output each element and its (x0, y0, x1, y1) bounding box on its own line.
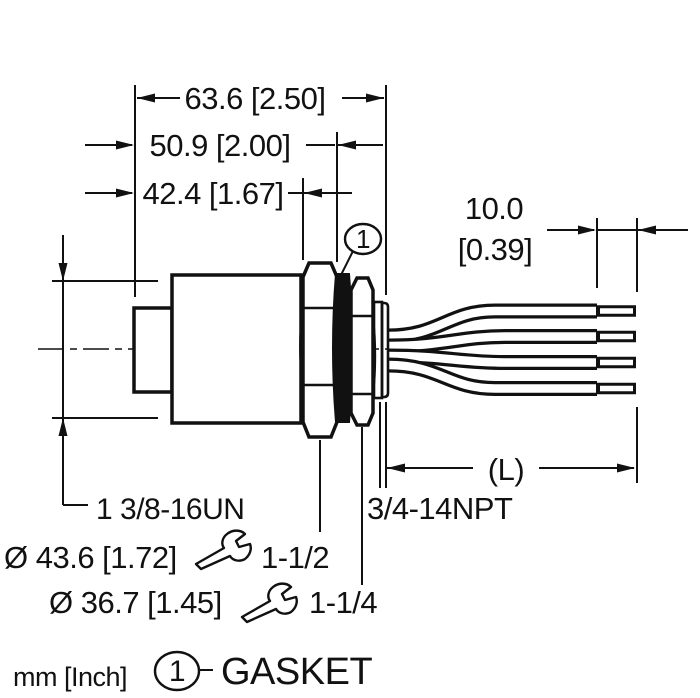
callout-number: 1 (356, 224, 370, 254)
dim-lead-length: (L) (387, 452, 635, 487)
legend-callout-circle (153, 650, 201, 692)
wrench-icon-small (240, 582, 298, 624)
legend-label: GASKET (221, 651, 372, 693)
wire (387, 348, 636, 370)
dim-body-length-text: 42.4 [1.67] (142, 176, 283, 211)
dia-small-label: Ø 36.7 [1.45] (49, 585, 222, 620)
wrench-size-small-label: 1-1/4 (309, 585, 377, 620)
label-rows: Ø 43.6 [1.72] 1-1/2 Ø 36.7 [1.45] 1-1/4 … (4, 491, 513, 624)
dim-strip-length: 10.0 [0.39] (458, 191, 688, 267)
dia-large-label: Ø 43.6 [1.72] (4, 540, 177, 575)
mounting-flange (372, 300, 390, 400)
hex-nut-small (347, 276, 377, 427)
dim-to-gasket-text: 50.9 [2.00] (149, 128, 290, 163)
wire (387, 357, 636, 396)
wrench-size-large-label: 1-1/2 (261, 540, 329, 575)
wrench-icon-large (194, 529, 252, 571)
dim-thread-vertical: 1 3/8-16UN (58, 235, 245, 526)
dim-lead-length-text: (L) (488, 452, 524, 487)
wire (387, 329, 636, 354)
rear-thread-label: 3/4-14NPT (367, 491, 513, 526)
rear-coupling (132, 306, 174, 394)
dim-to-gasket: 50.9 [2.00] (85, 128, 383, 163)
wire (387, 303, 636, 344)
wire-leads (387, 303, 636, 396)
units-note: mm [Inch] (13, 662, 127, 692)
legend-callout-number: 1 (169, 655, 185, 688)
front-thread-label: 1 3/8-16UN (96, 493, 244, 526)
callout-gasket: 1 (340, 222, 383, 276)
dim-strip-mm-text: 10.0 (465, 191, 524, 226)
dim-strip-inch-text: [0.39] (458, 232, 533, 267)
dim-overall-length: 63.6 [2.50] (137, 81, 384, 116)
callout-circle (343, 222, 383, 256)
dim-body-length: 42.4 [1.67] (85, 176, 352, 211)
extension-lines (52, 85, 638, 488)
dim-overall-length-text: 63.6 [2.50] (184, 81, 325, 116)
connector-body (170, 273, 303, 425)
footer: mm [Inch] 1 GASKET (13, 650, 373, 693)
